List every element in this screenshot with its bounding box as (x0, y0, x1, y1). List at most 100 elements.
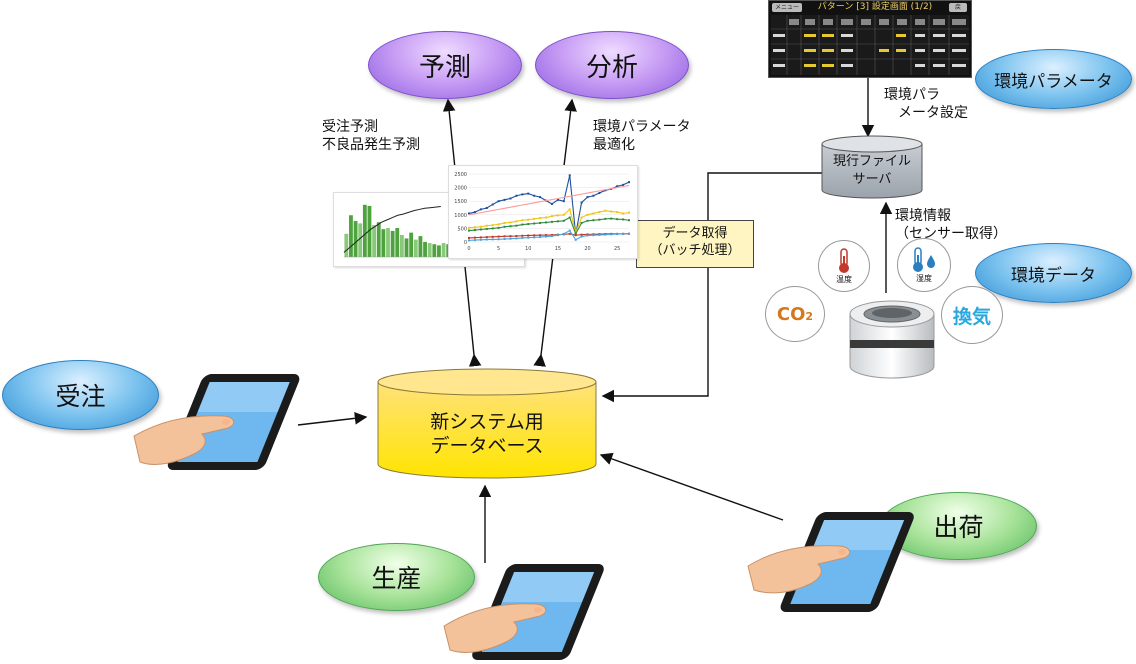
ventilation-label: 換気 (952, 305, 991, 328)
series-point (592, 234, 595, 237)
batch-line1: データ取得 (662, 226, 728, 241)
series-point (515, 224, 518, 227)
series-point (556, 234, 559, 237)
series-point (539, 221, 542, 224)
x-tick-label: 20 (584, 246, 590, 252)
series-point (521, 236, 524, 239)
series-point (485, 224, 488, 227)
series-point (568, 229, 571, 232)
series-point (568, 216, 571, 219)
series-point (610, 217, 613, 220)
series-point (550, 235, 553, 238)
series-line (468, 184, 630, 216)
series-point (622, 218, 625, 221)
series-point (473, 229, 476, 232)
arrow-order-db (297, 412, 368, 426)
series-point (503, 198, 506, 201)
bar (386, 228, 390, 257)
series-point (550, 202, 553, 205)
series-point (515, 235, 518, 238)
series-point (527, 236, 530, 239)
series-point (550, 220, 553, 223)
env-data-node: 環境データ (975, 243, 1132, 303)
series-point (509, 197, 512, 200)
series-point (550, 233, 553, 236)
bar (413, 239, 418, 257)
bar (437, 245, 441, 257)
bar (349, 215, 353, 257)
series-point (515, 237, 518, 240)
batch-line2: （バッチ処理） (649, 243, 741, 258)
x-tick-label: 5 (497, 246, 500, 252)
shipping-tablet (747, 512, 914, 612)
series-point (628, 211, 630, 214)
x-tick-label: 15 (555, 246, 561, 252)
series-point (574, 234, 577, 237)
bar (362, 204, 367, 257)
batch-box: データ取得 （バッチ処理） (636, 220, 754, 268)
series-point (521, 234, 524, 237)
bar (381, 229, 386, 257)
y-tick-label: 0 (464, 240, 467, 246)
series-point (485, 236, 488, 239)
series-point (598, 211, 601, 214)
env-param-setting-line1: 環境パラ (884, 87, 940, 103)
series-point (616, 233, 619, 236)
series-point (610, 233, 613, 236)
series-point (509, 235, 512, 238)
series-point (598, 192, 601, 195)
series-point (604, 209, 607, 212)
series-point (473, 211, 476, 214)
series-point (533, 217, 536, 220)
series-point (580, 233, 583, 236)
series-point (485, 238, 488, 241)
series-line (468, 229, 630, 241)
series-point (509, 225, 512, 228)
series-point (509, 221, 512, 224)
env-info-label: 環境情報 （センサー取得） (895, 207, 1007, 243)
series-point (515, 194, 518, 197)
humidity-label: 湿度 (916, 273, 932, 283)
bar (395, 228, 400, 257)
y-tick-label: 2500 (454, 172, 467, 178)
series-point (592, 219, 595, 222)
series-point (539, 196, 542, 199)
series-point (521, 219, 524, 222)
series-point (539, 234, 542, 237)
series-point (574, 238, 577, 241)
settings-back-button: 戻 (949, 3, 967, 12)
bar (399, 234, 404, 257)
bar (404, 238, 409, 257)
series-point (539, 217, 542, 220)
temperature-bubble: 温度 (818, 240, 870, 292)
y-tick-label: 1500 (454, 199, 467, 205)
series-point (497, 238, 500, 241)
series-point (527, 192, 530, 195)
series-point (562, 219, 565, 222)
forecast-detail-label: 受注予測 不良品発生予測 (322, 118, 420, 154)
env-param-setting-line2: メータ設定 (898, 105, 968, 121)
bar (432, 244, 437, 257)
series-point (468, 226, 470, 229)
series-point (503, 221, 506, 224)
series-point (622, 212, 625, 215)
bar (423, 241, 427, 257)
series-point (622, 183, 625, 186)
settings-table-graphic (771, 15, 969, 75)
series-point (616, 218, 619, 221)
production-tablet (443, 564, 604, 660)
settings-menu-button: メニュー (772, 3, 802, 12)
database-cylinder (377, 368, 597, 479)
ventilation-bubble: 換気 (941, 286, 1003, 344)
x-tick-label: 0 (467, 246, 470, 252)
bar (367, 205, 372, 257)
temperature-label: 温度 (836, 274, 852, 284)
bar (390, 230, 395, 257)
series-point (586, 219, 589, 222)
sensor-device (849, 300, 935, 379)
thermometer-red-icon (839, 247, 849, 273)
series-point (527, 234, 530, 237)
series-point (497, 200, 500, 203)
analysis-detail-label: 環境パラメータ 最適化 (593, 118, 691, 154)
